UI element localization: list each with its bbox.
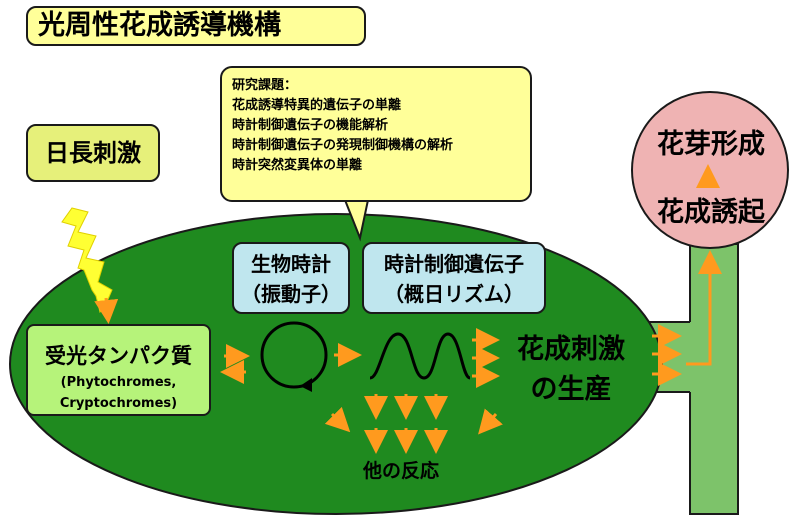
research-item: 花成誘導特異的遺伝子の単離 (232, 98, 402, 113)
photoreceptor-box: 受光タンパク質 (Phytochromes, Cryptochromes) (26, 324, 211, 416)
arrow-stem-up (686, 250, 722, 366)
biological-clock-sub: （振動子） (241, 282, 341, 306)
arrow-diag-right (478, 408, 503, 435)
stem (689, 243, 739, 515)
rhythm-wave-icon (369, 332, 471, 380)
flower-stimulus-line1: 花成刺激 (517, 334, 625, 365)
other-responses-label: 他の反応 (363, 460, 440, 482)
page-title: 光周性花成誘導機構 (26, 6, 366, 46)
flower-induction-label: 花成誘起 (657, 197, 765, 228)
biological-clock-box: 生物時計 （振動子） (232, 242, 350, 314)
photoreceptor-sub-2: Cryptochromes) (59, 396, 178, 411)
research-topics-bubble: 研究課題： 花成誘導特異的遺伝子の単離 時計制御遺伝子の機能解析 時計制御遺伝子… (220, 66, 532, 202)
clock-genes-label: 時計制御遺伝子 (384, 252, 524, 276)
bubble-tail (344, 199, 369, 242)
photoreceptor-sub-1: (Phytochromes, (60, 375, 177, 390)
arrow-lightning (94, 297, 119, 324)
flower-stimulus-line2: の生産 (530, 374, 612, 405)
clock-genes-box: 時計制御遺伝子 （概日リズム） (362, 242, 546, 314)
flower-stimulus-label: 花成刺激 の生産 (496, 330, 646, 410)
arrow-diag-left (324, 406, 351, 433)
research-heading: 研究課題： (232, 78, 298, 93)
oscillator-icon (260, 321, 328, 389)
research-item: 時計制御遺伝子の発現制御機構の解析 (232, 138, 454, 153)
biological-clock-label: 生物時計 (251, 252, 331, 276)
day-length-stimulus-label: 日長刺激 (26, 124, 160, 182)
research-item: 時計制御遺伝子の機能解析 (232, 118, 389, 133)
research-item: 時計突然変異体の単離 (232, 158, 363, 173)
flower-bud-formation-label: 花芽形成 (657, 129, 765, 160)
clock-genes-sub: （概日リズム） (384, 282, 524, 306)
photoreceptor-label: 受光タンパク質 (45, 344, 192, 368)
